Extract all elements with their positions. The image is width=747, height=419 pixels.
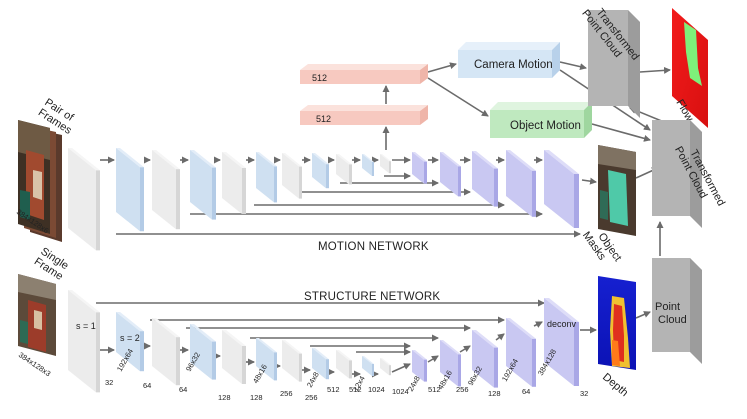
fc-layer-lower: 512 [300, 105, 428, 125]
structure-layer-2 [116, 312, 144, 372]
stride-2-label: s = 2 [120, 333, 140, 343]
depth-image [598, 276, 636, 370]
structure-dim-top-4: 24x8 [305, 370, 321, 389]
motion-out-to-masks [581, 177, 597, 185]
motion-layer-16 [544, 150, 579, 228]
deconv-label: deconv [547, 319, 577, 329]
structure-dim-bottom-7: 256 [305, 393, 318, 402]
motion-layer-1 [68, 148, 100, 251]
structure-network-blocks [68, 290, 579, 393]
depth-to-point-cloud [635, 311, 651, 319]
point-cloud-line-2: Cloud [658, 314, 687, 326]
structure-dim-bottom-8: 512 [327, 385, 340, 394]
object-masks-image [598, 145, 636, 236]
struct-arrow-15 [533, 321, 543, 328]
structure-layer-16 [544, 298, 579, 386]
structure-dim-bottom-3: 64 [179, 385, 187, 394]
structure-layer-14 [472, 330, 498, 388]
camera-motion-label: Camera Motion [474, 59, 553, 71]
struct-arrow-13 [459, 345, 471, 353]
motion-layer-7 [282, 153, 302, 199]
single-frame-label: Single Frame [32, 245, 73, 283]
fc-upper-label: 512 [312, 73, 327, 83]
motion-layer-4 [190, 150, 216, 220]
structure-dim-bottom-15: 64 [522, 387, 530, 396]
motion-network-label: MOTION NETWORK [318, 241, 429, 253]
pair-of-frames-image [18, 120, 62, 242]
motion-layer-9 [336, 154, 352, 185]
structure-layer-5 [222, 330, 246, 384]
motion-layer-14 [472, 151, 498, 207]
structure-layer-6 [256, 338, 277, 381]
motion-layer-11 [380, 154, 391, 174]
motion-layer-15 [506, 150, 536, 217]
point-cloud-line-1: Point [655, 301, 680, 313]
stride-1-label: s = 1 [76, 321, 96, 331]
structure-layer-10 [362, 356, 374, 376]
structure-dim-bottom-9: 512 [349, 385, 362, 394]
object-motion-box: Object Motion [490, 102, 592, 138]
structure-dim-bottom-10: 1024 [368, 385, 385, 394]
structure-dim-bottom-4: 128 [218, 393, 231, 402]
structure-layer-15 [506, 318, 536, 387]
structure-layer-11 [380, 358, 391, 376]
depth-label: Depth [600, 371, 630, 399]
fc-upper-to-object [427, 77, 489, 117]
camera-to-tpc-top [559, 61, 587, 71]
object-to-tpc-mid [591, 123, 651, 142]
structure-layer-12 [412, 350, 427, 382]
structure-layer-7 [282, 340, 302, 382]
motion-layer-8 [312, 153, 329, 189]
point-cloud-label: Point Cloud [655, 301, 687, 326]
fc-lower-label: 512 [316, 114, 331, 124]
structure-layer-8 [312, 348, 329, 380]
motion-layer-12 [412, 152, 427, 184]
object-motion-label: Object Motion [510, 120, 581, 132]
struct-arrow-11 [391, 363, 411, 373]
structure-layer-13 [440, 340, 461, 387]
structure-dim-bottom-2: 64 [143, 381, 151, 390]
motion-layer-13 [440, 152, 461, 197]
structure-dim-bottom-5: 128 [250, 393, 263, 402]
tpc-top-to-flow [639, 66, 671, 74]
motion-network-blocks [68, 148, 579, 251]
fc-layer-upper: 512 [300, 64, 428, 84]
camera-motion-box: Camera Motion [458, 42, 560, 78]
arrows-layer [96, 61, 671, 378]
structure-dim-bottom-6: 256 [280, 389, 293, 398]
structure-dim-bottom-16: 32 [580, 389, 588, 398]
structure-dim-bottom-13: 256 [456, 385, 469, 394]
struct-arrow-12 [427, 355, 439, 363]
single-frame-image [18, 274, 56, 356]
transformed-point-cloud-mid-box [652, 120, 702, 228]
structure-dim-bottom-14: 128 [488, 389, 501, 398]
motion-layer-10 [362, 154, 374, 176]
structure-dim-bottom-12: 512 [428, 385, 441, 394]
structure-dim-bottom-11: 1024 [392, 387, 409, 396]
motion-layer-3 [152, 150, 180, 230]
single-frame-dims: 384x128x3 [17, 350, 52, 378]
motion-layer-2 [116, 148, 144, 232]
structure-layer-4 [190, 324, 216, 380]
structure-layer-3 [152, 318, 180, 386]
motion-layer-5 [222, 152, 246, 214]
flow-image [672, 8, 708, 128]
motion-layer-6 [256, 152, 277, 203]
structure-network-label: STRUCTURE NETWORK [304, 291, 440, 303]
fc-upper-to-camera [427, 62, 457, 73]
structure-layer-1 [68, 290, 100, 393]
struct-arrow-14 [495, 333, 505, 341]
structure-dim-bottom-1: 32 [105, 378, 113, 387]
transformed-point-cloud-top-box [588, 10, 640, 118]
structure-layer-9 [336, 350, 352, 379]
point-cloud-box: Point Cloud [652, 258, 702, 364]
